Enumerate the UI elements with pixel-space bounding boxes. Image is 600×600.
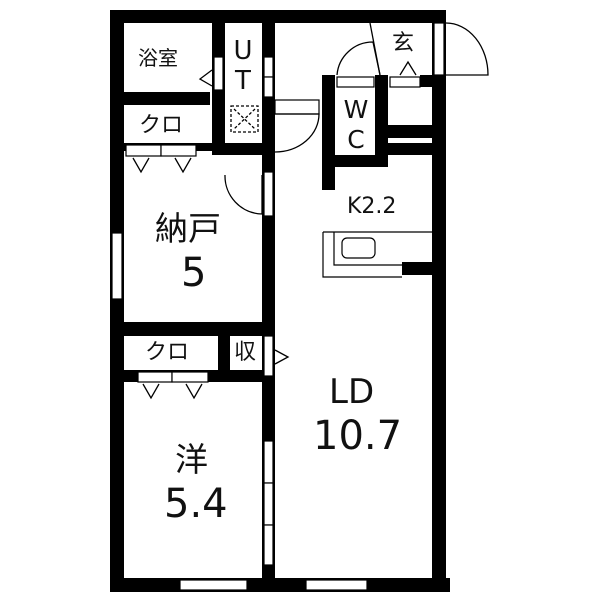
door-gap-closet-lower-b <box>171 371 209 383</box>
door-gap-entrance-outer <box>433 22 445 76</box>
windows <box>111 56 368 591</box>
interior-walls <box>110 10 446 592</box>
window-spine-western-c <box>263 524 274 566</box>
door-swing-closet-arrow-1 <box>132 157 150 174</box>
room-label-entrance: 玄 <box>392 31 415 56</box>
entrance-step-line <box>369 22 381 76</box>
toilet-char-c: C <box>347 125 365 154</box>
wall-wc-right <box>375 75 388 165</box>
room-label-storage-room: 納戸 <box>155 209 221 248</box>
door-swing-bath-arrow <box>198 69 213 87</box>
room-size-western-room: 5.4 <box>164 481 228 527</box>
kitchen-sink <box>341 237 376 259</box>
window-spine-ut-b <box>263 76 274 98</box>
wall-bath-bottom <box>110 92 210 105</box>
wall-left <box>110 10 124 592</box>
door-swing-closet-arrow-3 <box>142 383 160 400</box>
door-swing-entrance-arrow <box>399 60 417 76</box>
room-size-living-dining: 10.7 <box>313 413 403 459</box>
door-gap-closet-lower-a <box>137 371 173 383</box>
door-gap-entrance-inner <box>389 76 421 88</box>
window-ld-bottom <box>305 579 368 591</box>
door-swings <box>132 22 489 400</box>
door-swing-closet-arrow-2 <box>174 157 192 174</box>
door-swing-closet-arrow-4 <box>185 383 203 400</box>
door-gap-closet-upper-b <box>160 144 197 157</box>
window-spine-ut-a <box>263 56 274 78</box>
room-label-western-room: 洋 <box>175 440 208 479</box>
room-label-kitchen: K2.2 <box>347 194 397 219</box>
door-swing-entrance <box>445 22 489 76</box>
kitchen-counter-outline <box>322 231 432 278</box>
window-spine-western-b <box>263 482 274 526</box>
room-label-living-dining: LD <box>329 372 375 412</box>
door-swing-storage-arrow <box>274 349 290 365</box>
toilet-char-w: W <box>343 95 369 124</box>
door-swing-nando <box>224 174 263 215</box>
wall-kitchen-back <box>402 262 446 275</box>
window-nando <box>111 232 123 300</box>
wall-closet-upper-right <box>212 105 225 155</box>
window-spine-western-a <box>263 440 274 484</box>
wall-closet-lower-right <box>218 336 230 376</box>
room-label-toilet: W C <box>341 95 371 155</box>
utility-char-t: T <box>235 66 251 96</box>
door-swing-wc <box>336 41 381 76</box>
wall-wc-bottom <box>322 155 388 167</box>
wall-entrance-bottom <box>420 75 446 87</box>
door-gap-closet-upper-a <box>125 144 162 157</box>
window-spine-storage <box>263 335 274 377</box>
kitchen-counter <box>322 231 432 278</box>
room-label-bathroom: 浴室 <box>138 46 178 70</box>
room-label-utility: U T <box>228 36 258 96</box>
wall-wc-top <box>322 75 334 87</box>
window-western-bottom <box>179 579 248 591</box>
laundry-pan-box <box>230 105 259 133</box>
wall-wc-left <box>322 75 335 190</box>
wall-bottom <box>110 578 450 592</box>
door-gap-bath <box>213 56 224 91</box>
door-gap-hall <box>274 99 320 115</box>
room-size-storage-room: 5 <box>181 250 207 296</box>
laundry-pan <box>230 105 259 133</box>
wall-shoe-a <box>388 125 446 138</box>
wall-top <box>110 10 443 23</box>
laundry-pan-diag-2 <box>233 108 256 130</box>
door-openings <box>125 22 445 383</box>
wall-right <box>432 10 446 592</box>
wall-nando-bottom <box>110 322 275 336</box>
laundry-pan-diag-1 <box>233 108 256 130</box>
door-swing-hall <box>274 113 320 153</box>
utility-char-u: U <box>233 36 253 66</box>
room-label-storage: 収 <box>234 340 257 365</box>
window-spine-nando <box>263 171 274 217</box>
room-label-closet-lower: クロ <box>145 340 190 365</box>
wall-shoe-b <box>388 143 446 155</box>
room-label-closet-upper: クロ <box>139 113 184 138</box>
door-gap-wc <box>336 76 375 88</box>
